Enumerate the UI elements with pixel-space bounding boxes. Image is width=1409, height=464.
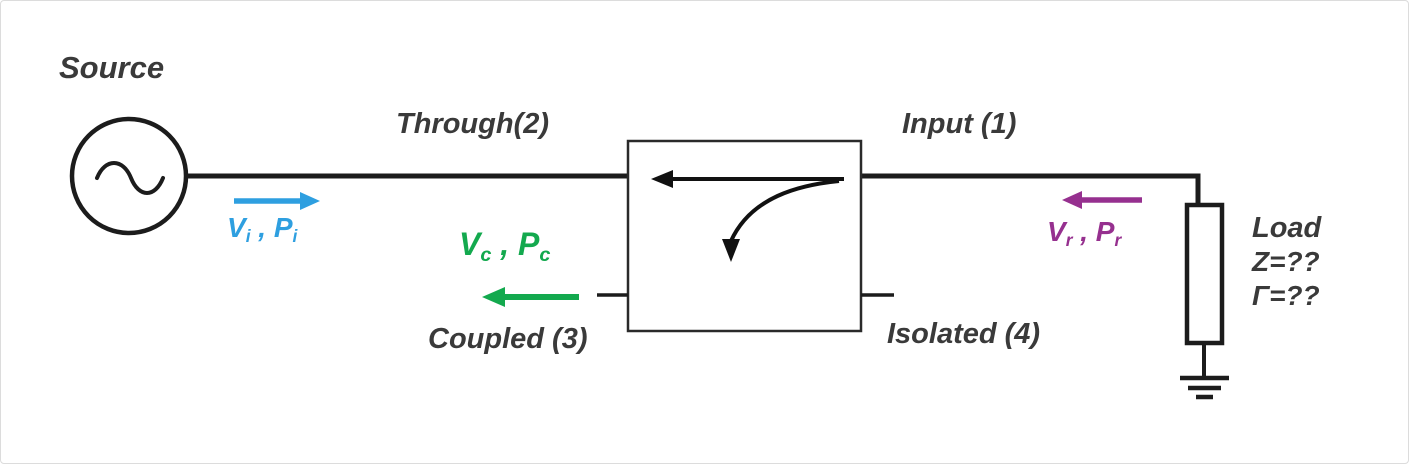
source-label: Source [59,50,165,85]
reflected-wave-label: Vr , Pr [1047,216,1122,250]
coupled-port-label: Coupled (3) [428,323,588,355]
coupled-wave-arrowhead-icon [482,287,505,307]
main-transmission-line [186,173,1201,205]
input-port-label: Input (1) [902,108,1017,140]
coupler-box [626,139,863,333]
coupler-through-arrowhead-icon [651,170,673,188]
isolated-port-label: Isolated (4) [887,318,1041,350]
ground-icon [1180,375,1229,400]
load-impedance-label: Z=?? [1252,246,1320,277]
through-port-label: Through(2) [396,108,550,140]
incident-wave-label: Vi , Pi [227,212,298,246]
reflected-wave-arrowhead-icon [1062,191,1082,209]
sine-wave-icon [95,161,165,195]
coupled-wave-label: Vc , Pc [459,226,551,266]
coupler-branch-arrowhead-icon [722,239,740,262]
coupler-branch-arrow-curve [729,179,840,242]
load-reflection-label: Γ=?? [1252,280,1320,311]
load-resistor [1184,202,1225,346]
load-label: Load [1252,212,1322,244]
incident-wave-arrowhead-icon [300,192,320,210]
